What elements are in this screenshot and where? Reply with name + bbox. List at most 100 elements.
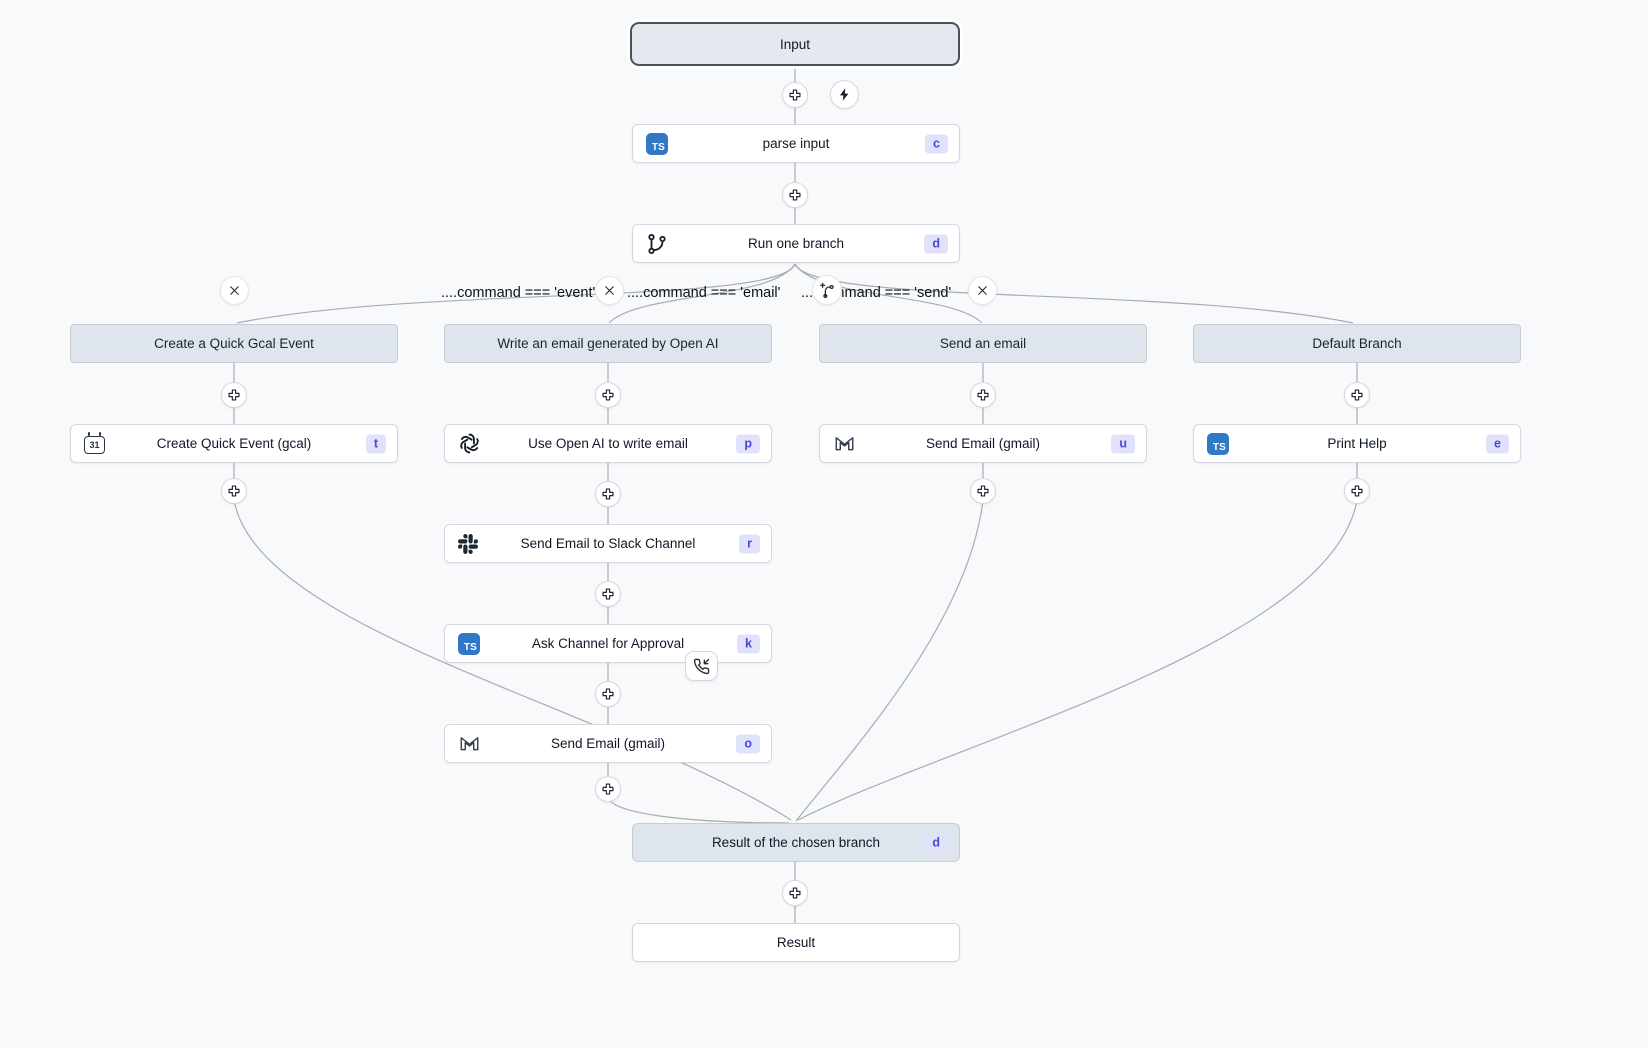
edge — [607, 763, 790, 824]
calendar-icon: 31 — [84, 432, 105, 454]
step-id-badge: d — [924, 833, 948, 852]
close-icon — [605, 286, 614, 295]
node-label: Create Quick Event (gcal) — [156, 436, 312, 451]
remove-branch-button[interactable] — [220, 276, 249, 305]
plus-icon — [602, 389, 614, 401]
branch-header-send-email[interactable]: Send an email — [819, 324, 1147, 363]
edge — [236, 263, 796, 324]
trigger-button[interactable] — [830, 80, 859, 109]
remove-branch-button[interactable] — [968, 276, 997, 305]
plus-icon — [789, 189, 801, 201]
node-label: Result of the chosen branch — [711, 835, 881, 850]
edge — [797, 463, 1358, 821]
add-step-button[interactable] — [221, 478, 247, 504]
step-id-badge: p — [736, 434, 760, 453]
calendar-day-label: 31 — [89, 439, 100, 450]
node-label: Result — [776, 935, 816, 950]
plus-icon — [228, 389, 240, 401]
step-id-badge: k — [737, 634, 760, 653]
node-ask-channel-approval[interactable]: TS Ask Channel for Approval k — [444, 624, 772, 663]
step-id-badge: d — [924, 234, 948, 253]
branch-header-default[interactable]: Default Branch — [1193, 324, 1521, 363]
openai-icon — [458, 432, 481, 455]
edge — [233, 463, 792, 821]
step-id-badge: t — [365, 434, 386, 453]
branch-condition-email: ....command === 'email' — [627, 285, 781, 301]
add-step-button[interactable] — [595, 481, 621, 507]
add-branch-icon — [820, 282, 834, 298]
plus-icon — [977, 485, 989, 497]
node-result-chosen-branch[interactable]: Result of the chosen branch d — [632, 823, 960, 862]
edge — [795, 463, 984, 822]
add-step-button[interactable] — [595, 382, 621, 408]
node-openai-write-email[interactable]: Use Open AI to write email p — [444, 424, 772, 463]
step-id-badge: o — [736, 734, 760, 753]
gmail-icon — [833, 432, 856, 455]
node-label: Print Help — [1327, 436, 1387, 451]
node-input[interactable]: Input — [630, 22, 960, 66]
node-send-email-slack[interactable]: Send Email to Slack Channel r — [444, 524, 772, 563]
node-create-quick-event[interactable]: 31 Create Quick Event (gcal) t — [70, 424, 398, 463]
slack-icon — [458, 533, 478, 554]
add-step-button[interactable] — [782, 880, 808, 906]
plus-icon — [789, 887, 801, 899]
plus-icon — [602, 588, 614, 600]
plus-icon — [228, 485, 240, 497]
gmail-icon — [458, 732, 481, 755]
plus-icon — [602, 488, 614, 500]
add-step-button[interactable] — [595, 681, 621, 707]
branch-condition-event: ....command === 'event' — [441, 285, 596, 301]
node-parse-input[interactable]: TS parse input c — [632, 124, 960, 163]
add-step-button[interactable] — [970, 478, 996, 504]
branch-header-gcal[interactable]: Create a Quick Gcal Event — [70, 324, 398, 363]
git-branch-icon — [646, 233, 668, 255]
edge — [794, 263, 983, 324]
step-id-badge: r — [739, 534, 760, 553]
node-run-one-branch[interactable]: Run one branch d — [632, 224, 960, 263]
node-label: Send Email (gmail) — [550, 736, 666, 751]
node-label: Run one branch — [747, 236, 845, 251]
node-label: Ask Channel for Approval — [531, 636, 685, 651]
remove-branch-button[interactable] — [595, 276, 624, 305]
typescript-icon: TS — [646, 132, 668, 155]
plus-icon — [977, 389, 989, 401]
branch-header-label: Send an email — [939, 336, 1027, 351]
step-id-badge: e — [1486, 434, 1509, 453]
ts-icon-label: TS — [651, 141, 665, 153]
node-send-email-gmail[interactable]: Send Email (gmail) u — [819, 424, 1147, 463]
node-send-email-gmail-approval[interactable]: Send Email (gmail) o — [444, 724, 772, 763]
add-step-button[interactable] — [1344, 382, 1370, 408]
node-result[interactable]: Result — [632, 923, 960, 962]
plus-icon — [602, 783, 614, 795]
branch-header-label: Default Branch — [1312, 336, 1402, 351]
add-step-button[interactable] — [970, 382, 996, 408]
node-print-help[interactable]: TS Print Help e — [1193, 424, 1521, 463]
phone-incoming-icon — [685, 651, 718, 681]
add-step-button[interactable] — [595, 776, 621, 802]
typescript-icon: TS — [458, 632, 480, 655]
step-id-badge: c — [925, 134, 948, 153]
add-step-button[interactable] — [1344, 478, 1370, 504]
node-label: Send Email to Slack Channel — [520, 536, 696, 551]
add-step-button[interactable] — [595, 581, 621, 607]
typescript-icon: TS — [1207, 432, 1229, 455]
add-step-button[interactable] — [221, 382, 247, 408]
add-branch-button[interactable] — [812, 275, 842, 305]
ts-icon-label: TS — [1212, 441, 1226, 453]
step-id-badge: u — [1111, 434, 1135, 453]
node-label: Input — [779, 36, 811, 52]
edge — [608, 263, 796, 324]
branch-header-label: Create a Quick Gcal Event — [154, 336, 314, 351]
node-label: Send Email (gmail) — [925, 436, 1041, 451]
plus-icon — [1351, 389, 1363, 401]
add-step-button[interactable] — [782, 182, 808, 208]
branch-header-openai-email[interactable]: Write an email generated by Open AI — [444, 324, 772, 363]
bolt-icon — [840, 88, 849, 101]
node-label: Use Open AI to write email — [528, 436, 688, 451]
node-label: parse input — [762, 136, 830, 151]
ts-icon-label: TS — [463, 641, 477, 653]
branch-header-label: Write an email generated by Open AI — [497, 336, 719, 351]
close-icon — [978, 286, 987, 295]
add-step-button[interactable] — [782, 82, 808, 108]
